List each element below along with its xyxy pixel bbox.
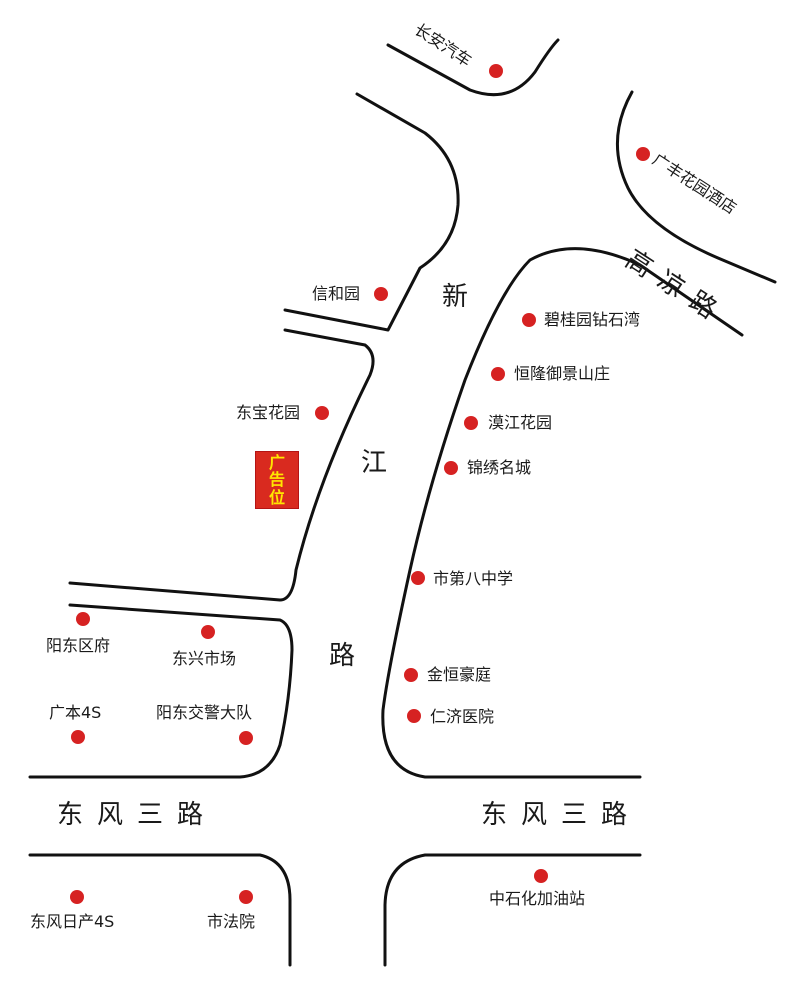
poi-label: 碧桂园钻石湾 bbox=[544, 310, 641, 329]
road-edge-dongfeng-south-right bbox=[383, 853, 642, 967]
poi-label: 恒隆御景山庄 bbox=[514, 364, 611, 383]
poi-marker-icon[interactable] bbox=[374, 287, 388, 301]
poi-marker-icon[interactable] bbox=[491, 367, 505, 381]
poi-label: 市第八中学 bbox=[433, 569, 514, 588]
poi-marker-icon[interactable] bbox=[239, 731, 253, 745]
poi-label: 信和园 bbox=[312, 284, 361, 303]
poi-label: 东风日产4S bbox=[30, 912, 115, 931]
poi-marker-icon[interactable] bbox=[239, 890, 253, 904]
poi-label: 阳东区府 bbox=[46, 636, 111, 655]
road-edge-gaoliang-north bbox=[615, 90, 777, 284]
road-label-jiang: 江 bbox=[361, 448, 388, 478]
poi-marker-icon[interactable] bbox=[71, 730, 85, 744]
poi-label: 漠江花园 bbox=[488, 413, 553, 432]
road-label-xin: 新 bbox=[442, 282, 469, 312]
poi-label: 广本4S bbox=[49, 703, 102, 722]
poi-label: 锦绣名城 bbox=[467, 458, 532, 477]
road-edge-dongfeng-south-left bbox=[28, 853, 292, 967]
poi-marker-icon[interactable] bbox=[411, 571, 425, 585]
poi-label: 金恒豪庭 bbox=[427, 665, 492, 684]
poi-marker-icon[interactable] bbox=[522, 313, 536, 327]
poi-label: 阳东交警大队 bbox=[156, 703, 253, 722]
poi-marker-icon[interactable] bbox=[636, 147, 650, 161]
ad-label: 广告位 bbox=[268, 452, 285, 507]
poi-marker-icon[interactable] bbox=[464, 416, 478, 430]
poi-marker-icon[interactable] bbox=[444, 461, 458, 475]
poi-marker-icon[interactable] bbox=[534, 869, 548, 883]
poi-marker-icon[interactable] bbox=[76, 612, 90, 626]
road-edge-xinjiang-east bbox=[381, 247, 744, 779]
road-label-lu: 路 bbox=[329, 641, 356, 671]
road-edge-xinjiang-west-lower bbox=[28, 603, 294, 779]
poi-label: 中石化加油站 bbox=[489, 889, 586, 908]
poi-marker-icon[interactable] bbox=[201, 625, 215, 639]
poi-marker-icon[interactable] bbox=[315, 406, 329, 420]
poi-label: 市法院 bbox=[207, 912, 256, 931]
road-edge-xinjiang-west-middle bbox=[68, 328, 375, 602]
road-label-dongfeng-left: 东风三路 bbox=[57, 800, 218, 830]
road-edge-xinjiang-west-upper bbox=[283, 92, 460, 332]
poi-label: 东宝花园 bbox=[236, 403, 301, 422]
poi-label: 仁济医院 bbox=[430, 707, 495, 726]
road-edge-changan bbox=[386, 38, 560, 97]
road-label-dongfeng-right: 东风三路 bbox=[481, 800, 642, 830]
poi-marker-icon[interactable] bbox=[489, 64, 503, 78]
poi-marker-icon[interactable] bbox=[70, 890, 84, 904]
poi-marker-icon[interactable] bbox=[407, 709, 421, 723]
poi-label: 东兴市场 bbox=[172, 649, 237, 668]
poi-marker-icon[interactable] bbox=[404, 668, 418, 682]
ad-placeholder[interactable]: 广告位 bbox=[255, 451, 299, 509]
